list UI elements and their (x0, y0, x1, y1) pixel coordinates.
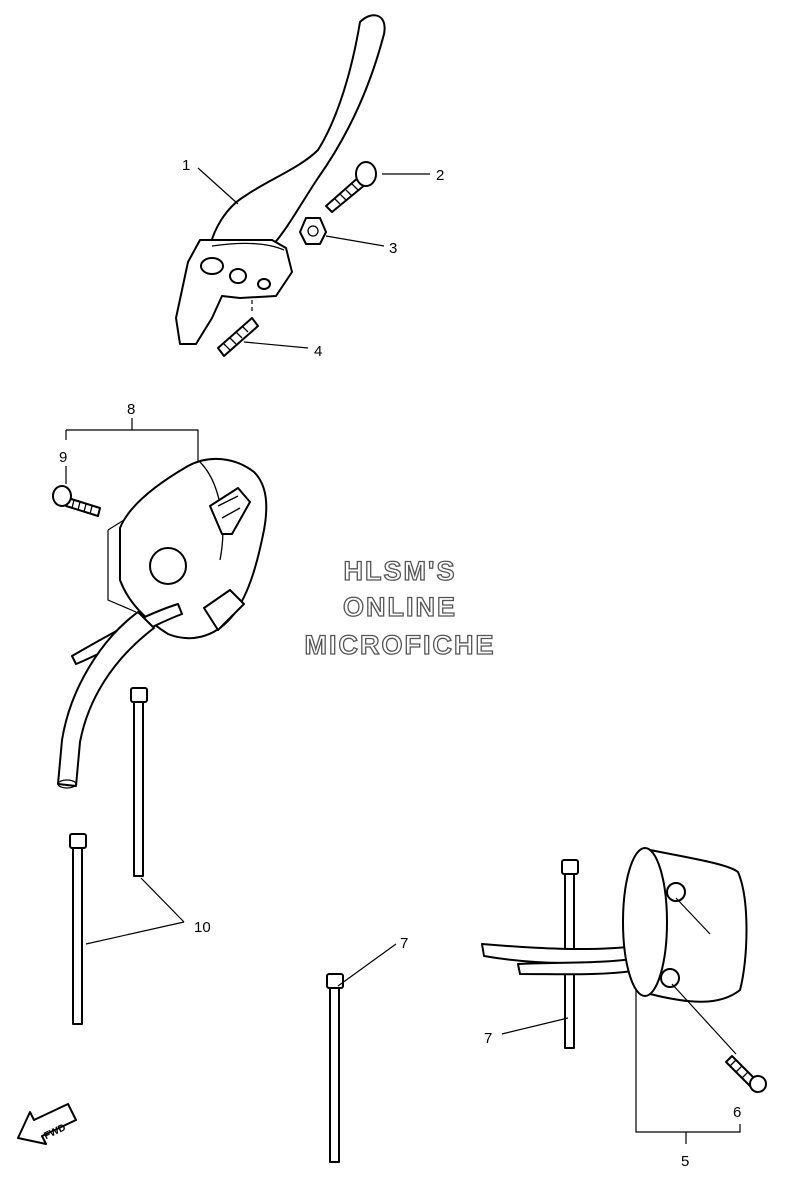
cable-tie-2 (69, 833, 87, 1025)
callout-1: 1 (182, 157, 190, 174)
cable-tie-3 (326, 973, 344, 1163)
callout-7-tie-right: 7 (484, 1030, 492, 1047)
callout-2: 2 (436, 167, 444, 184)
watermark-line-3: MICROFICHE (305, 630, 496, 660)
callout-4: 4 (314, 343, 322, 360)
callout-3: 3 (389, 240, 397, 257)
callout-9: 9 (59, 449, 67, 466)
callout-5: 5 (681, 1153, 689, 1170)
watermark-line-1: HLSM'S (344, 556, 457, 586)
lever-nut (299, 217, 327, 245)
callout-10: 10 (194, 919, 211, 936)
switch-screw-right (725, 1055, 767, 1093)
lever-adjuster-screw (217, 300, 259, 357)
watermark-line-2: ONLINE (343, 592, 457, 622)
brake-lever (175, 14, 386, 345)
callout-8: 8 (127, 401, 135, 418)
switch-screw (52, 485, 101, 517)
callout-6: 6 (733, 1104, 741, 1121)
lever-pivot-bolt (325, 161, 377, 213)
handlebar-switch-right (481, 847, 748, 1003)
handlebar-switch-left (57, 457, 268, 789)
fwd-arrow-icon: FWD (17, 1103, 77, 1145)
cable-tie-1 (130, 687, 148, 877)
callout-7-tie: 7 (400, 935, 408, 952)
